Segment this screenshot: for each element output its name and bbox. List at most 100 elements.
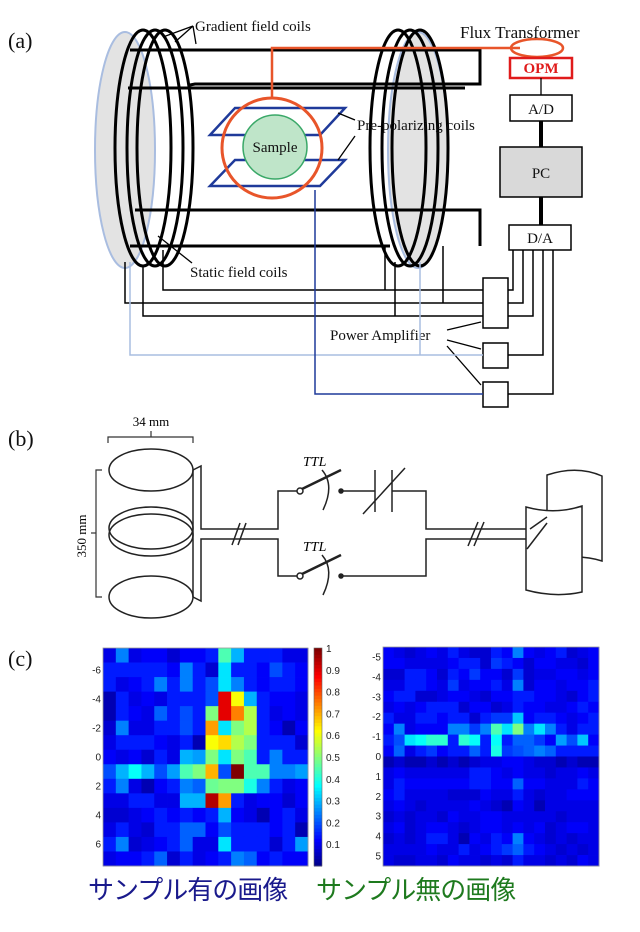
colorbar-segment xyxy=(314,763,322,768)
heatmap-cell xyxy=(415,811,427,823)
heatmap-cell xyxy=(295,807,309,823)
heatmap-cell xyxy=(393,844,405,856)
heatmap-cell xyxy=(501,701,513,714)
heatmap-cell xyxy=(588,668,600,681)
heatmap-cell xyxy=(205,720,219,736)
heatmap-cell xyxy=(555,756,567,768)
heatmap-cell xyxy=(555,789,567,801)
heatmap-cell xyxy=(269,793,283,809)
heatmap-cell xyxy=(437,701,449,714)
heatmap-cell xyxy=(295,691,309,707)
gradient-coils xyxy=(128,48,482,248)
heatmap-cell xyxy=(128,648,142,663)
heatmap-cell xyxy=(469,767,481,779)
heatmap-cell xyxy=(115,662,130,678)
heatmap-cell xyxy=(415,767,427,779)
heatmap-cell xyxy=(437,647,449,659)
heatmap-cell xyxy=(534,767,546,779)
static-arrow xyxy=(157,235,193,264)
heatmap-cell xyxy=(426,800,438,812)
colorbar-segment xyxy=(314,855,322,860)
heatmap-cell xyxy=(491,778,503,790)
heatmap-cell xyxy=(458,756,470,768)
heatmap-cell xyxy=(167,677,181,692)
heatmap-cell xyxy=(512,679,524,692)
power-amplifier-label: Power Amplifier xyxy=(330,328,430,344)
heatmap-cell xyxy=(469,734,481,746)
heatmap-cell xyxy=(480,712,492,725)
heatmap-cell xyxy=(437,855,449,867)
heatmap-cell xyxy=(426,690,438,703)
colorbar-segment xyxy=(314,654,322,659)
heatmap-cell xyxy=(415,701,427,714)
heatmap-cell xyxy=(179,735,194,751)
heatmap-cell xyxy=(256,764,270,780)
heatmap-cell xyxy=(192,822,206,838)
heatmap-cell xyxy=(383,668,395,681)
heatmap-cell xyxy=(437,679,449,692)
heatmap-cell xyxy=(523,723,535,735)
colorbar-segment xyxy=(314,804,322,809)
heatmap-cell xyxy=(115,720,130,736)
colorbar-segment xyxy=(314,811,322,816)
heatmap-cell xyxy=(588,767,600,779)
heatmap-cell xyxy=(141,822,155,838)
heatmap-cell xyxy=(458,789,470,801)
heatmap-cell xyxy=(523,701,535,714)
heatmap-cell xyxy=(256,648,270,663)
heatmap-cell xyxy=(141,764,155,780)
heatmap-cell xyxy=(167,720,181,736)
heatmap-cell xyxy=(480,822,492,834)
heatmap-cell xyxy=(128,677,142,692)
heatmap-cell xyxy=(269,764,283,780)
heatmap-cell xyxy=(179,648,194,663)
heatmap-cell xyxy=(577,679,589,692)
heatmap-cell xyxy=(404,701,416,714)
heatmap-cell xyxy=(154,648,168,663)
heatmap-cell xyxy=(545,668,557,681)
heatmap-cell xyxy=(192,720,206,736)
heatmap-cell xyxy=(469,789,481,801)
heatmap-cell xyxy=(447,701,459,714)
heatmap-cell xyxy=(555,647,567,659)
heatmap-cell xyxy=(282,822,296,838)
heatmap-cell xyxy=(295,662,309,678)
heatmap-cell xyxy=(512,844,524,856)
heatmap-cell xyxy=(295,764,309,780)
heatmap-cell xyxy=(480,844,492,856)
amp-arrows xyxy=(446,321,482,386)
heatmap-cell xyxy=(383,767,395,779)
heatmap-cell xyxy=(523,789,535,801)
heatmap-cell xyxy=(141,677,155,692)
heatmap-cell xyxy=(128,706,142,722)
heatmap-cell xyxy=(383,778,395,790)
heatmap-cell xyxy=(577,690,589,703)
heatmap-cell xyxy=(295,778,309,794)
pc-label: PC xyxy=(532,166,550,182)
heatmap-cell xyxy=(480,657,492,670)
heatmap-cell xyxy=(243,648,258,663)
power-amplifier-3 xyxy=(482,381,509,408)
heatmap-cell xyxy=(141,691,155,707)
heatmap-cell xyxy=(437,800,449,812)
heatmap-cell xyxy=(426,657,438,670)
colorbar-segment xyxy=(314,753,322,758)
heatmap-cell xyxy=(269,677,283,692)
colorbar-segment xyxy=(314,750,322,755)
heatmap-cell xyxy=(218,720,232,736)
heatmap-cell xyxy=(415,855,427,867)
heatmap-cell xyxy=(577,789,589,801)
heatmap-cell xyxy=(523,679,535,692)
heatmap-cell xyxy=(243,822,258,838)
heatmap-cell xyxy=(256,720,270,736)
heatmap-cell xyxy=(545,767,557,779)
heatmap-cell xyxy=(269,691,283,707)
heatmap-cell xyxy=(480,701,492,714)
heatmap-cell xyxy=(588,657,600,670)
heatmap-cell xyxy=(205,822,219,838)
heatmap-cell xyxy=(426,668,438,681)
heatmap-cell xyxy=(218,706,232,722)
heatmap-cell xyxy=(545,647,557,659)
heatmap-cell xyxy=(393,668,405,681)
